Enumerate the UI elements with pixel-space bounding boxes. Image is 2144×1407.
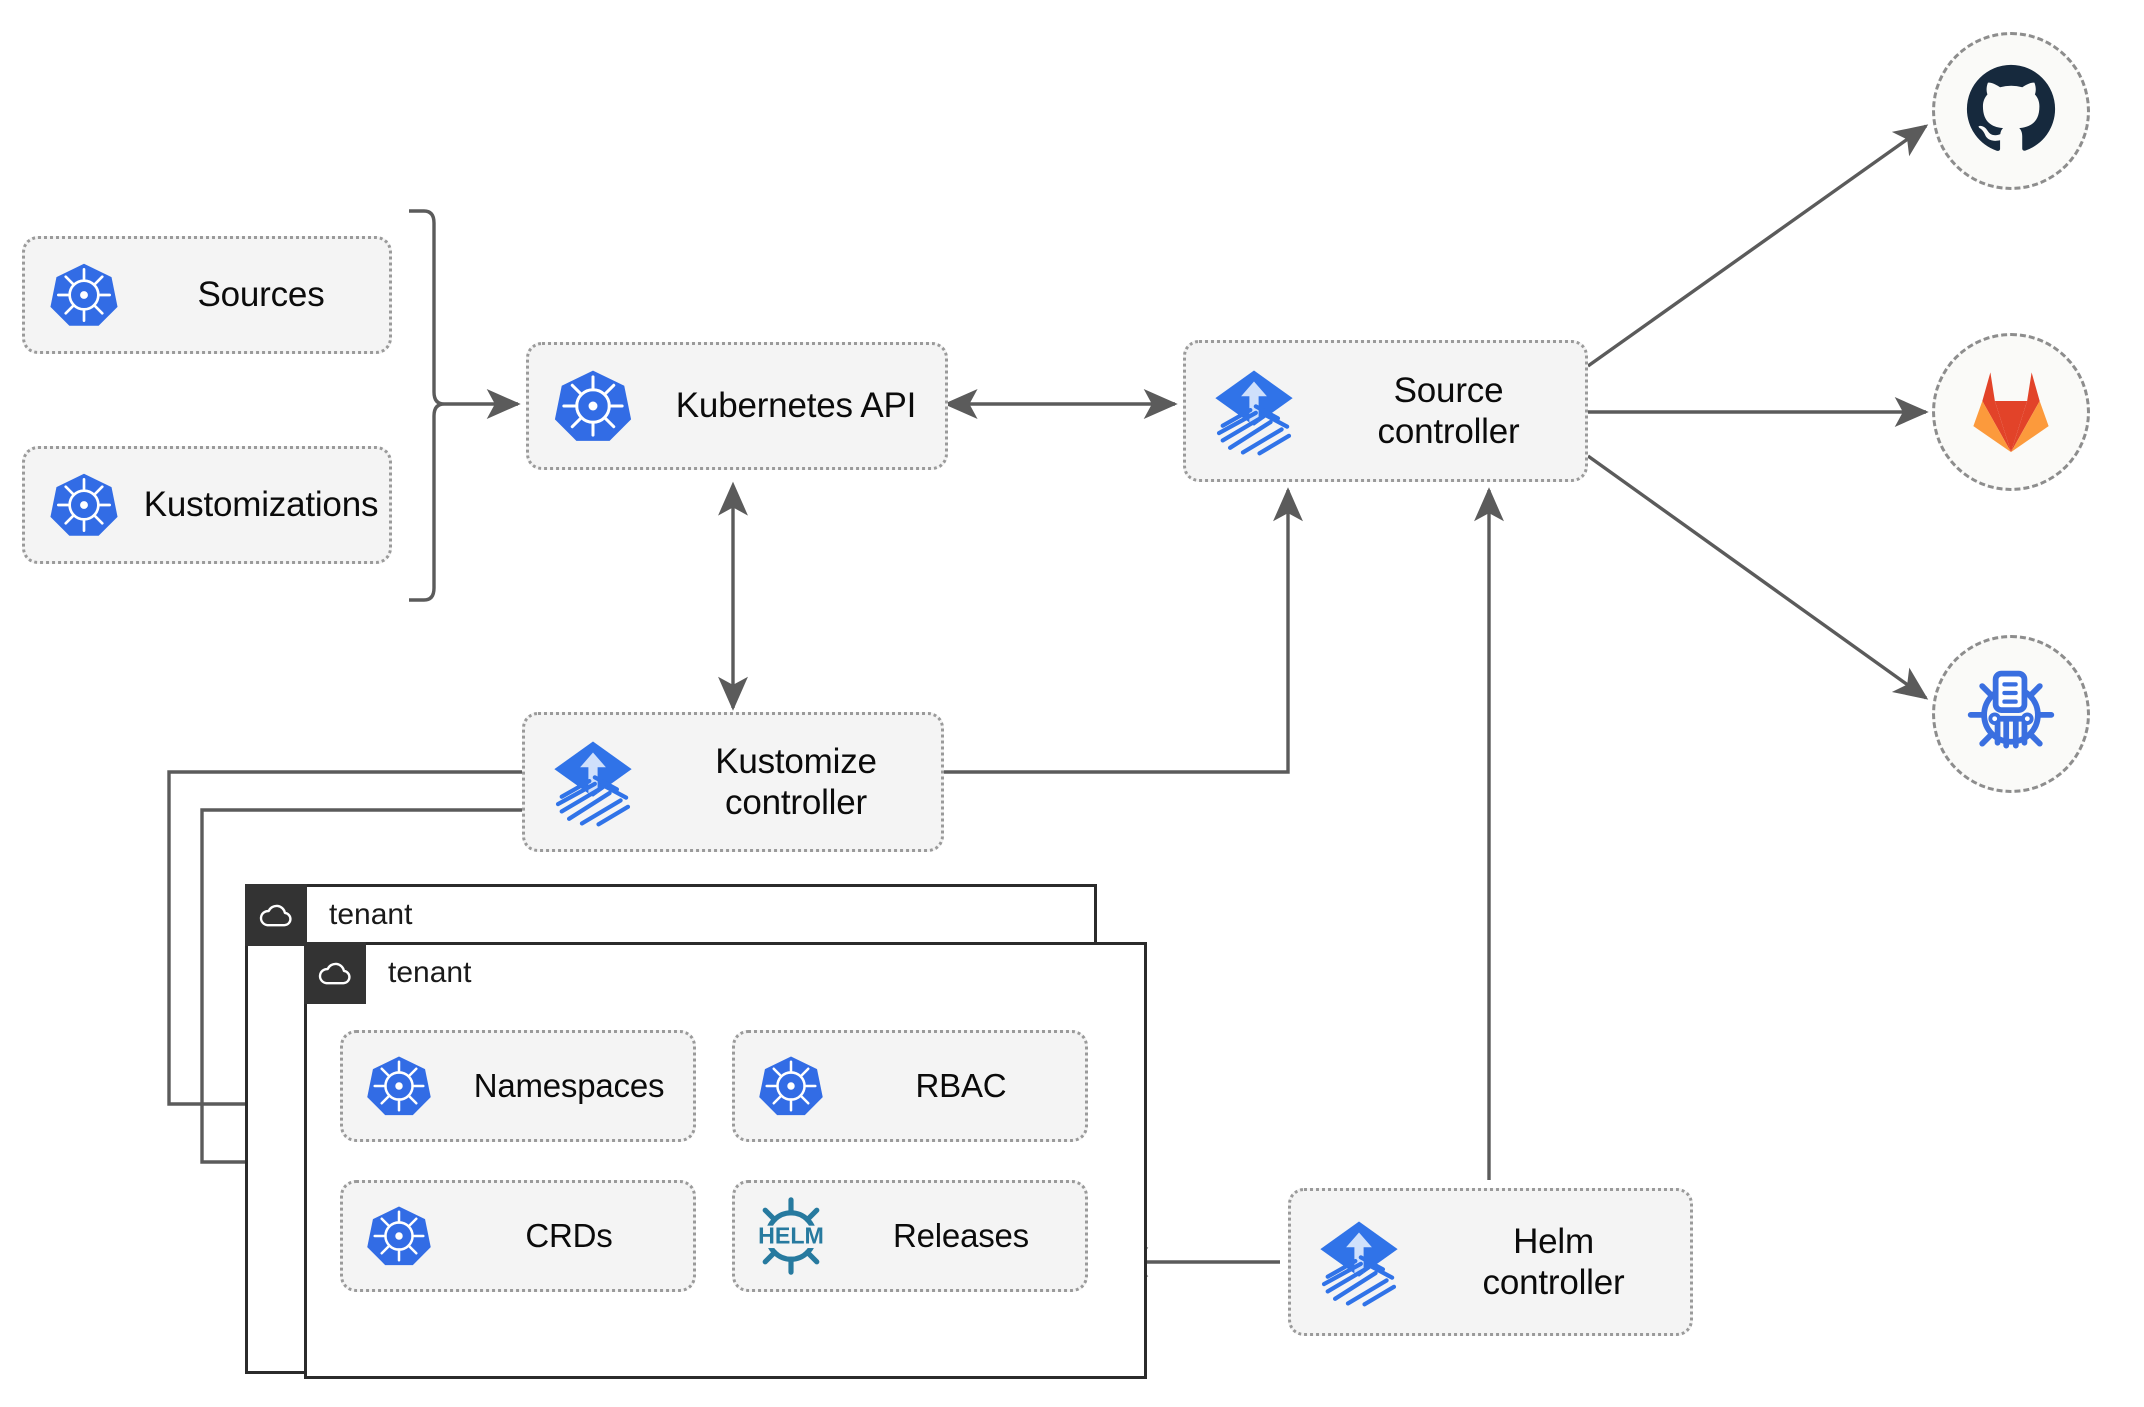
resource-node-sources[interactable]: Sources [22,236,392,354]
node-label: Kustomizations [143,485,379,525]
cloud-icon [245,884,307,946]
node-label: CRDs [525,1216,613,1254]
kubernetes-icon [735,1051,847,1121]
resource-node-kustomizations[interactable]: Kustomizations [22,446,392,564]
kubernetes-icon [343,1201,455,1271]
flux-icon [1291,1216,1427,1308]
node-label: Kustomize controller [715,741,877,822]
node-label: Source controller [1377,370,1520,451]
tenant-tab-back: tenant [245,884,412,946]
node-label: Helm controller [1482,1221,1625,1302]
kubernetes-icon [343,1051,455,1121]
cloud-icon [304,942,366,1004]
node-label: Sources [197,275,325,315]
group-brace [409,209,445,602]
node-label: RBAC [915,1066,1007,1104]
controller-node-kubernetes-api[interactable]: Kubernetes API [526,342,948,470]
tenant-resource-crds[interactable]: CRDs [340,1180,696,1292]
kubernetes-icon [25,258,143,332]
tenant-tab-front: tenant [304,942,471,1004]
tenant-resource-releases[interactable]: HELM Releases [732,1180,1088,1292]
node-label: Kubernetes API [675,386,917,426]
controller-node-helm-controller[interactable]: Helm controller [1288,1188,1693,1336]
tenant-resource-namespaces[interactable]: Namespaces [340,1030,696,1142]
tenant-label: tenant [329,898,413,931]
controller-node-source-controller[interactable]: Source controller [1183,340,1588,482]
tenant-container-front[interactable]: tenant [304,942,1147,1379]
helm-icon: HELM [735,1193,847,1279]
kubernetes-icon [25,468,143,542]
flux-icon [1186,365,1322,457]
node-label: Releases [893,1216,1029,1254]
node-label: Namespaces [473,1066,665,1104]
flux-icon [525,736,661,828]
edge-source-to-helm-registry [1587,454,1929,700]
provider-github[interactable] [1932,32,2090,190]
provider-gitlab[interactable] [1932,333,2090,491]
edge-kustomize-to-source [944,487,1303,774]
gitlab-icon [1966,367,2056,458]
github-icon [1965,63,2057,160]
provider-helm-registry[interactable] [1932,635,2090,793]
svg-text:HELM: HELM [758,1223,824,1249]
tenant-label: tenant [388,956,472,989]
controller-node-kustomize-controller[interactable]: Kustomize controller [522,712,944,852]
kubernetes-icon [529,364,657,448]
edge-source-to-github [1587,124,1929,368]
helm-registry-icon [1963,664,2059,765]
tenant-resource-rbac[interactable]: RBAC [732,1030,1088,1142]
